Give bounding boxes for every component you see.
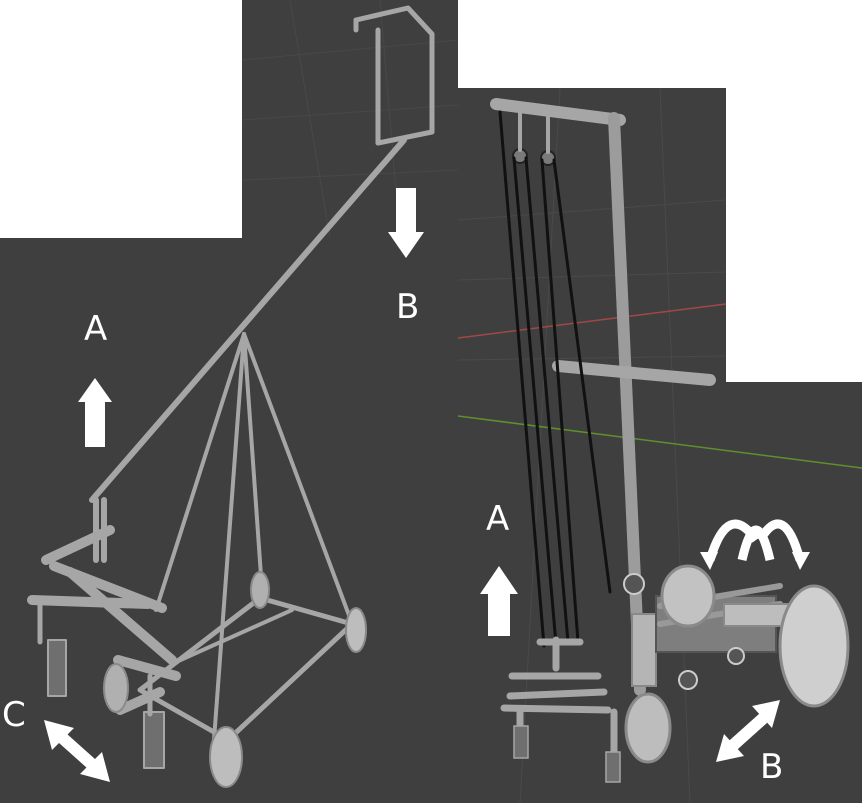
gripper-plate: [47, 639, 67, 697]
label-left-a: A: [84, 309, 107, 349]
tripod-leg: [242, 332, 264, 592]
right-crane-model: [490, 98, 850, 783]
wheel: [660, 564, 716, 628]
top-beam: [490, 98, 626, 126]
label-right-b: B: [760, 747, 783, 787]
wheel: [209, 726, 243, 788]
wheel: [345, 607, 367, 653]
rotate-arrows-icon: [705, 519, 805, 562]
tripod-leg: [242, 332, 352, 620]
rotate-arrowheads: [700, 552, 810, 570]
tripod-leg: [154, 332, 246, 612]
wheel: [103, 663, 129, 713]
x-axis-line: [457, 303, 727, 339]
crane-top-frame: [353, 5, 435, 146]
label-right-a: A: [486, 499, 509, 539]
label-left-c: C: [2, 695, 26, 735]
left-viewport-bg: [0, 0, 458, 803]
gear: [623, 573, 645, 595]
wheel: [778, 584, 850, 708]
gear: [678, 670, 698, 690]
tripod-leg: [212, 332, 246, 742]
up-arrow-icon: [480, 566, 518, 636]
up-arrow-icon: [78, 378, 112, 447]
left-viewport: [0, 0, 459, 803]
left-grid: [241, 0, 459, 239]
gripper-plate: [143, 711, 165, 769]
gripper-plate: [605, 751, 621, 783]
gear: [727, 647, 745, 665]
motor-housing: [631, 613, 657, 687]
wheel: [624, 692, 672, 764]
wheel: [250, 571, 270, 609]
crane-boom: [89, 137, 407, 503]
cables: [498, 110, 612, 648]
label-left-b: B: [396, 287, 419, 327]
left-crane-model: [27, 5, 435, 788]
left-gripper: [27, 525, 181, 715]
gripper-plate: [513, 725, 529, 759]
right-viewport: [457, 87, 862, 803]
down-arrow-icon: [388, 188, 424, 258]
double-arrow-icon: [44, 720, 110, 782]
double-arrow-icon: [716, 700, 780, 762]
crossbar: [552, 360, 716, 386]
